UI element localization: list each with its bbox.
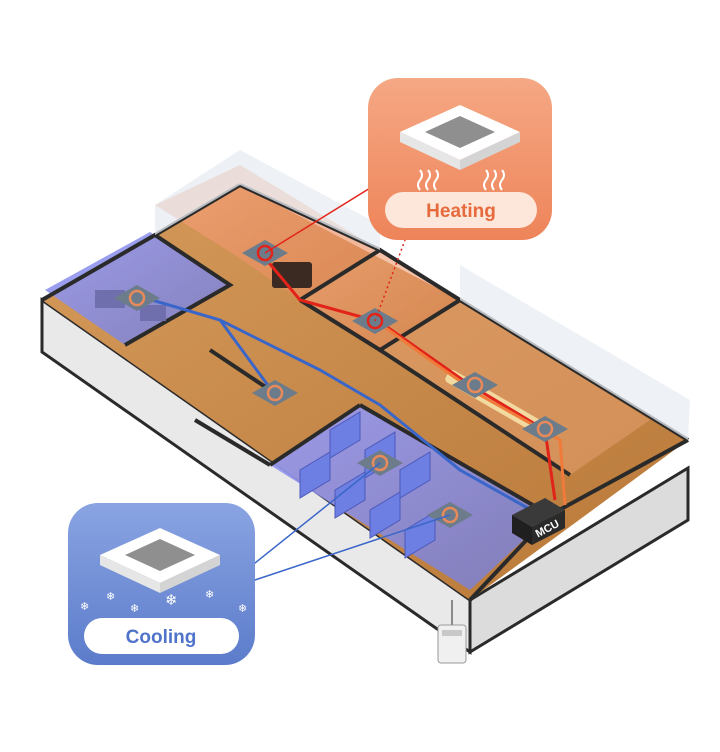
- cooling-label-pill: [84, 618, 239, 654]
- svg-text:❄: ❄: [130, 602, 139, 615]
- heat-wave-icon: [417, 169, 505, 191]
- heating-callout: Heating: [368, 78, 552, 240]
- svg-text:❄: ❄: [80, 600, 89, 613]
- heating-leader-line-2: [374, 239, 406, 322]
- cooling-leader-line-2: [239, 514, 451, 586]
- snowflake-icon: ❄ ❄ ❄ ❄ ❄ ❄: [80, 588, 247, 615]
- svg-text:❄: ❄: [165, 591, 178, 609]
- svg-text:❄: ❄: [238, 602, 247, 615]
- heating-pipe: [263, 257, 557, 501]
- cooling-label: Cooling: [126, 627, 197, 648]
- refrigerant-pipes: [134, 257, 567, 517]
- glass-walls: [155, 150, 690, 440]
- heating-leader-line: [264, 184, 376, 254]
- ceiling-cassette-cool-icon: [100, 528, 220, 593]
- cooling-callout: ❄ ❄ ❄ ❄ ❄ ❄ Cooling: [68, 503, 255, 665]
- cassette-unit-3: [252, 380, 298, 406]
- heating-label-pill: [385, 192, 537, 228]
- cassette-unit-meeting-2: [522, 416, 568, 442]
- heating-label: Heating: [426, 201, 496, 222]
- ceiling-cassette-heat-icon: [400, 105, 520, 170]
- cassette-unit-cooling-1: [114, 285, 160, 311]
- callout-leader-lines: [239, 184, 451, 586]
- cooling-pipe: [134, 293, 541, 517]
- svg-text:❄: ❄: [106, 590, 115, 603]
- cooling-leader-line: [239, 462, 381, 576]
- cassette-unit-meeting-1: [452, 372, 498, 398]
- outdoor-unit-icon: [437, 600, 467, 664]
- svg-text:❄: ❄: [205, 588, 214, 601]
- cooling-pipe-secondary: [218, 319, 277, 396]
